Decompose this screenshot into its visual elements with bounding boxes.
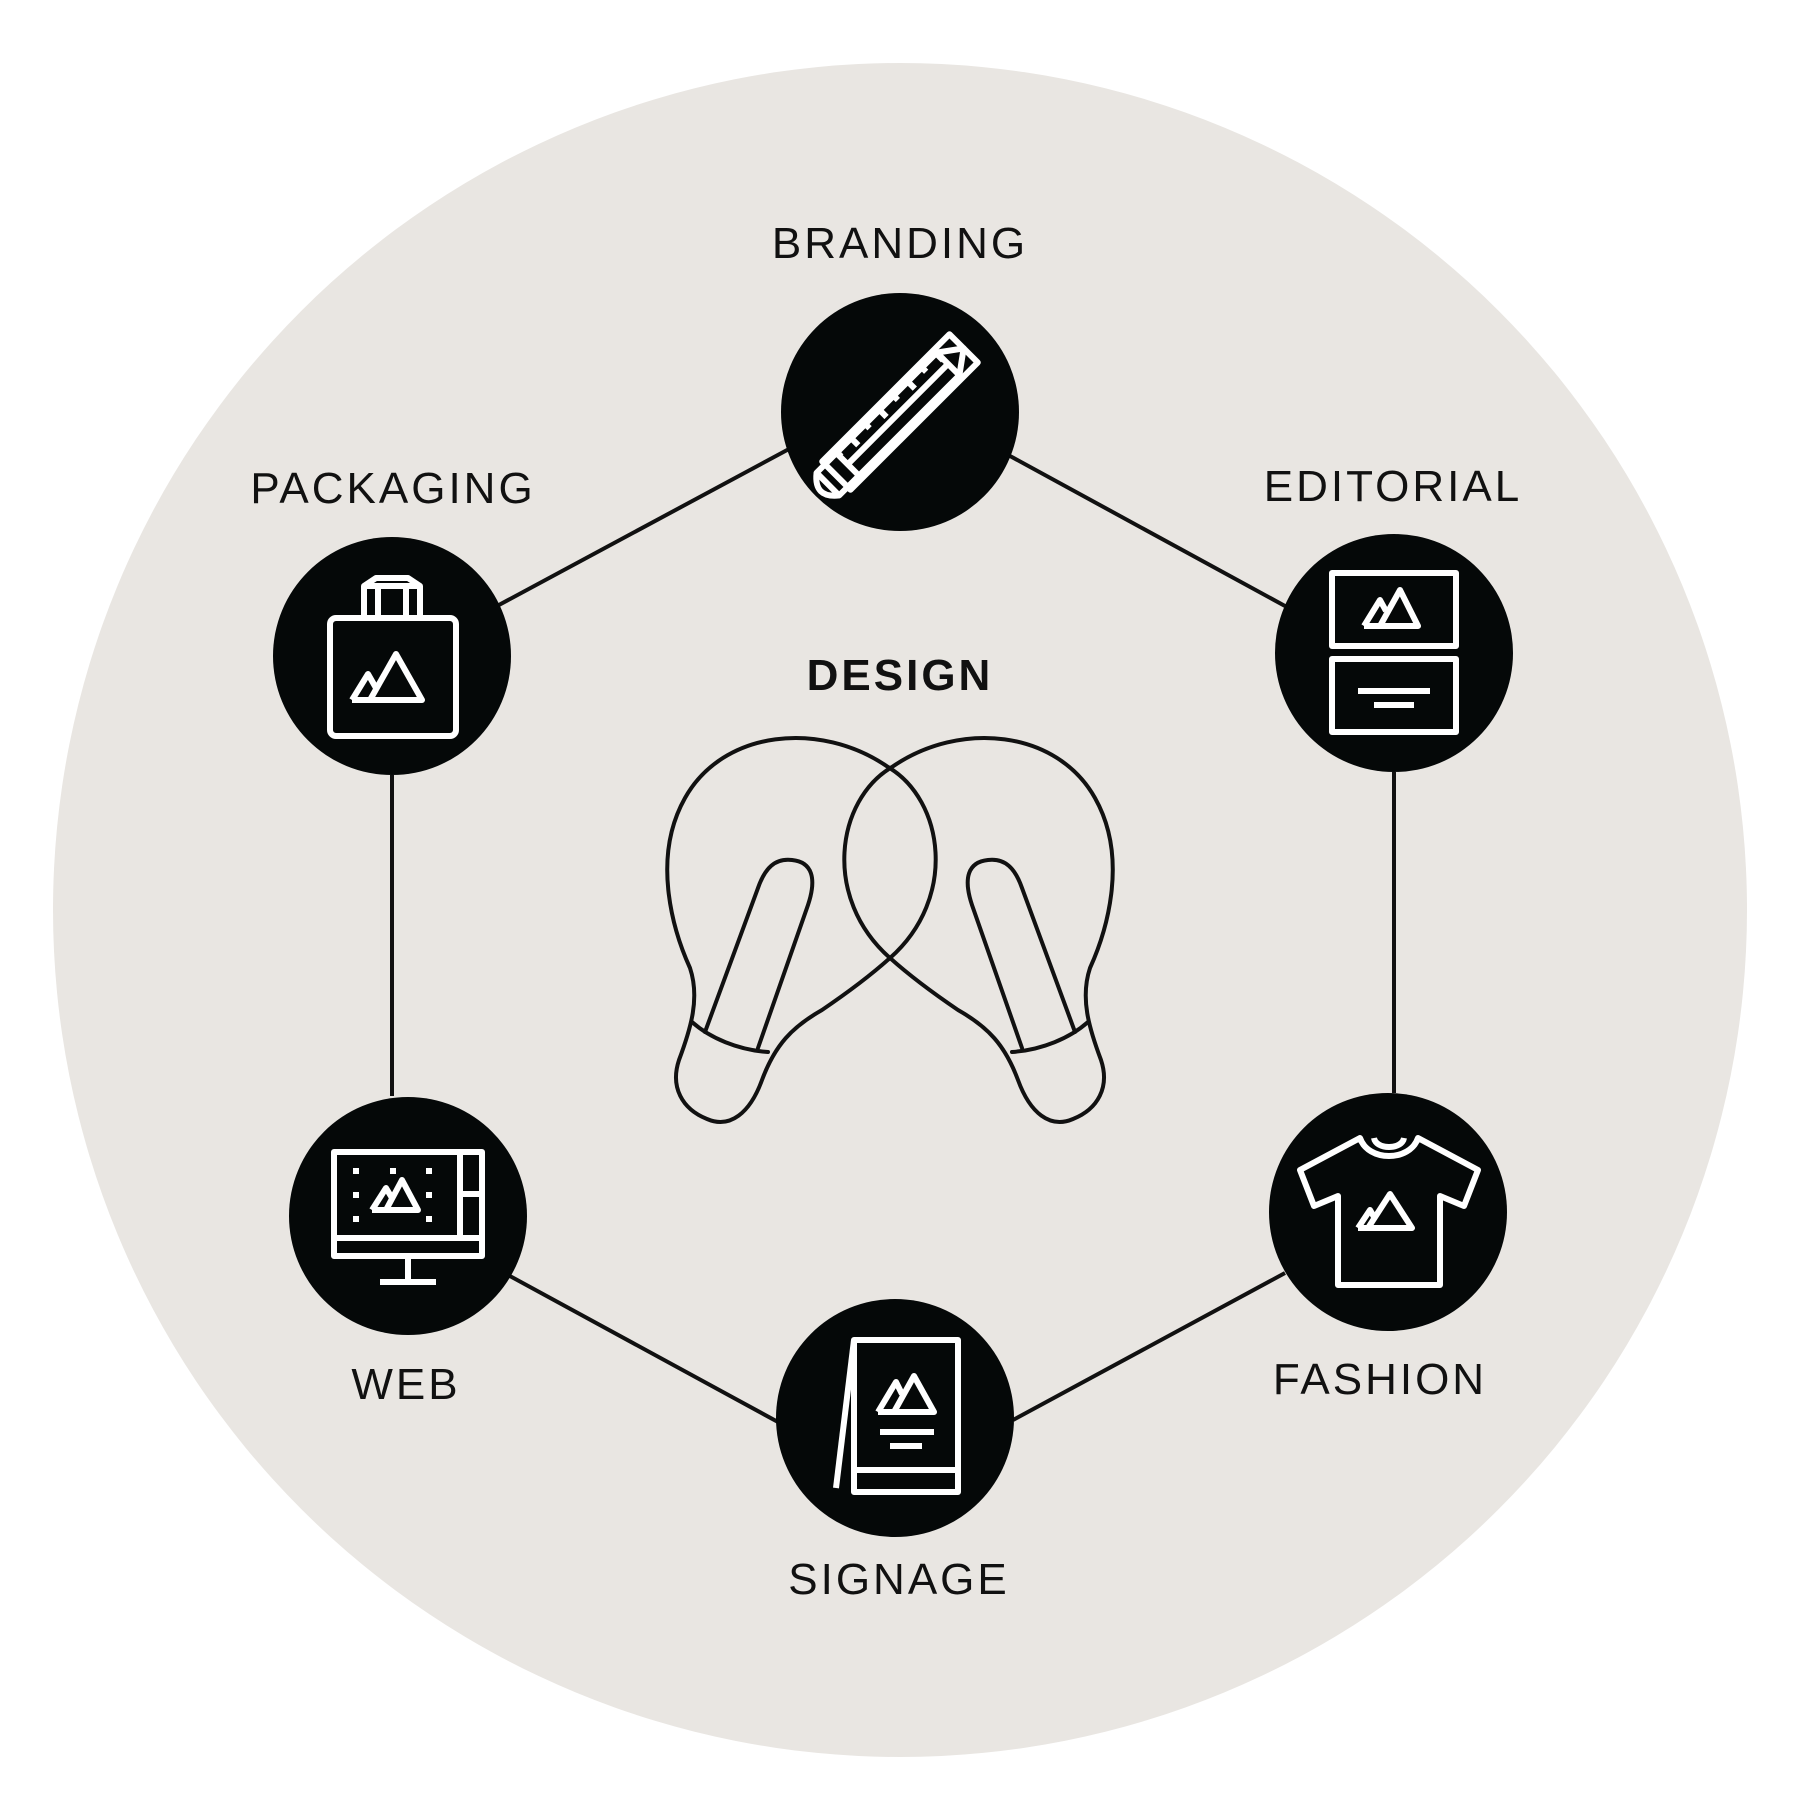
node-packaging: PACKAGING [250, 464, 535, 775]
venn-hands-icon [665, 736, 1115, 1124]
connector-fashion-signage [1012, 1271, 1286, 1422]
editorial-label: EDITORIAL [1264, 462, 1522, 511]
connector-branding-editorial [1009, 454, 1286, 608]
signage-label: SIGNAGE [788, 1555, 1010, 1604]
packaging-label: PACKAGING [250, 464, 535, 513]
web-circle [289, 1097, 527, 1335]
node-signage: SIGNAGE [776, 1299, 1014, 1604]
monitor-grid-dots [353, 1168, 432, 1222]
connector-signage-web [507, 1273, 779, 1424]
connector-lines [390, 447, 1396, 1424]
node-fashion: FASHION [1269, 1093, 1507, 1404]
node-branding: BRANDING [772, 219, 1028, 531]
web-label: WEB [351, 1360, 460, 1409]
fashion-circle [1269, 1093, 1507, 1331]
shopping-bag-icon [327, 575, 459, 739]
connector-packaging-branding [496, 447, 790, 608]
node-web: WEB [289, 1097, 527, 1409]
branding-label: BRANDING [772, 219, 1028, 268]
tshirt-icon [1297, 1135, 1481, 1288]
node-editorial: EDITORIAL [1264, 462, 1522, 772]
desktop-monitor-icon [331, 1149, 485, 1285]
fashion-label: FASHION [1273, 1355, 1487, 1404]
ruler-pencil-icon [813, 331, 981, 499]
signage-circle [776, 1299, 1014, 1537]
background-disc [53, 63, 1747, 1757]
editorial-circle [1275, 534, 1513, 772]
magazine-layout-icon [1329, 570, 1459, 735]
center-label: DESIGN [807, 651, 994, 700]
easel-sign-icon [833, 1337, 961, 1495]
